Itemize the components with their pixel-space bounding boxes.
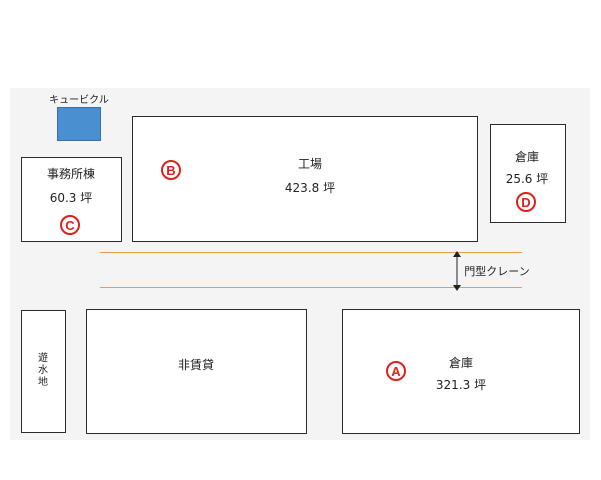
marker-c: C (60, 215, 80, 235)
pond-label: 遊 水 地 (36, 353, 50, 389)
warehouse-a-area: 321.3 坪 (435, 378, 487, 392)
warehouse-d-area: 25.6 坪 (505, 172, 549, 186)
warehouse-a-building (342, 309, 580, 434)
crane-label: 門型クレーン (464, 265, 530, 278)
marker-b: B (161, 160, 181, 180)
warehouse-a-name: 倉庫 (448, 356, 474, 370)
pond-char-3: 地 (38, 377, 48, 388)
crane-rail-top (100, 252, 522, 253)
factory-name: 工場 (297, 157, 323, 171)
marker-a: A (386, 361, 406, 381)
factory-building (132, 116, 478, 242)
marker-d: D (516, 192, 536, 212)
non-rental-label: 非賃貸 (177, 358, 215, 372)
office-area: 60.3 坪 (49, 191, 93, 205)
office-name: 事務所棟 (46, 167, 96, 181)
factory-area: 423.8 坪 (284, 181, 336, 195)
pond-char-2: 水 (38, 365, 48, 376)
cubicle-box (57, 107, 101, 141)
pond-char-1: 遊 (38, 353, 48, 364)
crane-rail-bottom (100, 287, 522, 288)
warehouse-d-name: 倉庫 (514, 150, 540, 164)
non-rental-building (86, 309, 307, 434)
crane-span-arrow-icon (453, 251, 461, 291)
retention-pond (21, 310, 66, 433)
cubicle-label: キュービクル (49, 95, 109, 106)
